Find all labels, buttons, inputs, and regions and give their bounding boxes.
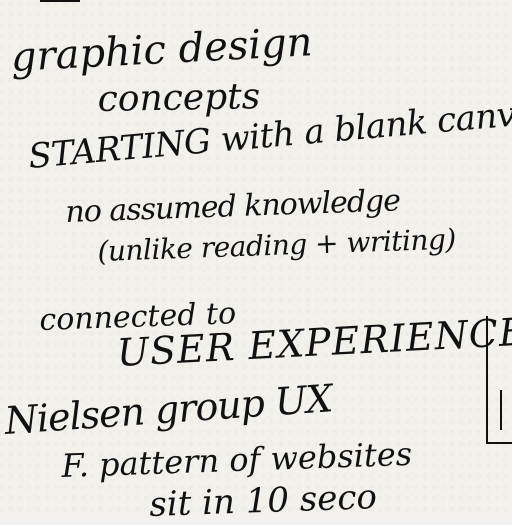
note-line-subtitle: concepts	[97, 76, 261, 120]
edge-bracket-mark	[500, 390, 502, 430]
edge-bracket-mark	[488, 442, 512, 444]
paper-background	[0, 0, 512, 512]
edge-bracket-mark	[486, 316, 488, 444]
edge-tick-mark	[40, 0, 80, 2]
note-line-cutoff: sit in 10 seco	[148, 477, 378, 525]
